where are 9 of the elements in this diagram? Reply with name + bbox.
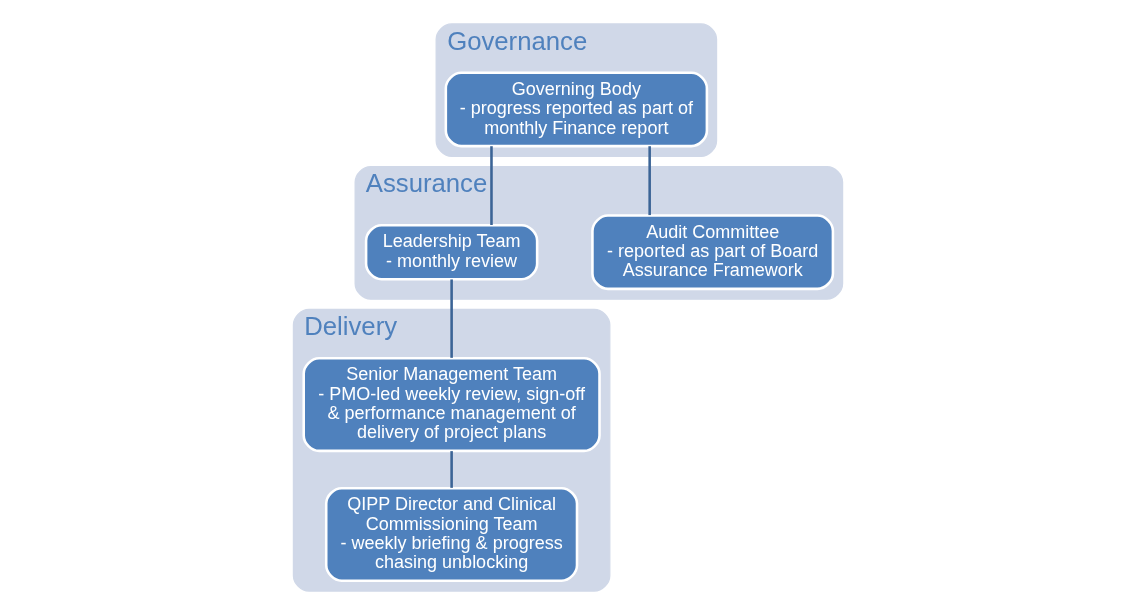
node-box: QIPP Director and Clinical Commissioning Team - weekly briefing & progress chasing unblocking — [324, 486, 579, 583]
connector — [450, 279, 453, 358]
connector — [490, 146, 493, 226]
node-box: Governing Body - progress reported as part of monthly Finance report — [444, 71, 709, 148]
node-box: Senior Management Team - PMO-led weekly review, sign-off & performance management of delivery of project plans — [302, 357, 601, 453]
connector — [648, 146, 651, 216]
node-box: Audit Committee - reported as part of Board Assurance Framework — [591, 214, 835, 291]
connector — [450, 451, 453, 488]
node-box: Leadership Team - monthly review — [364, 223, 539, 281]
